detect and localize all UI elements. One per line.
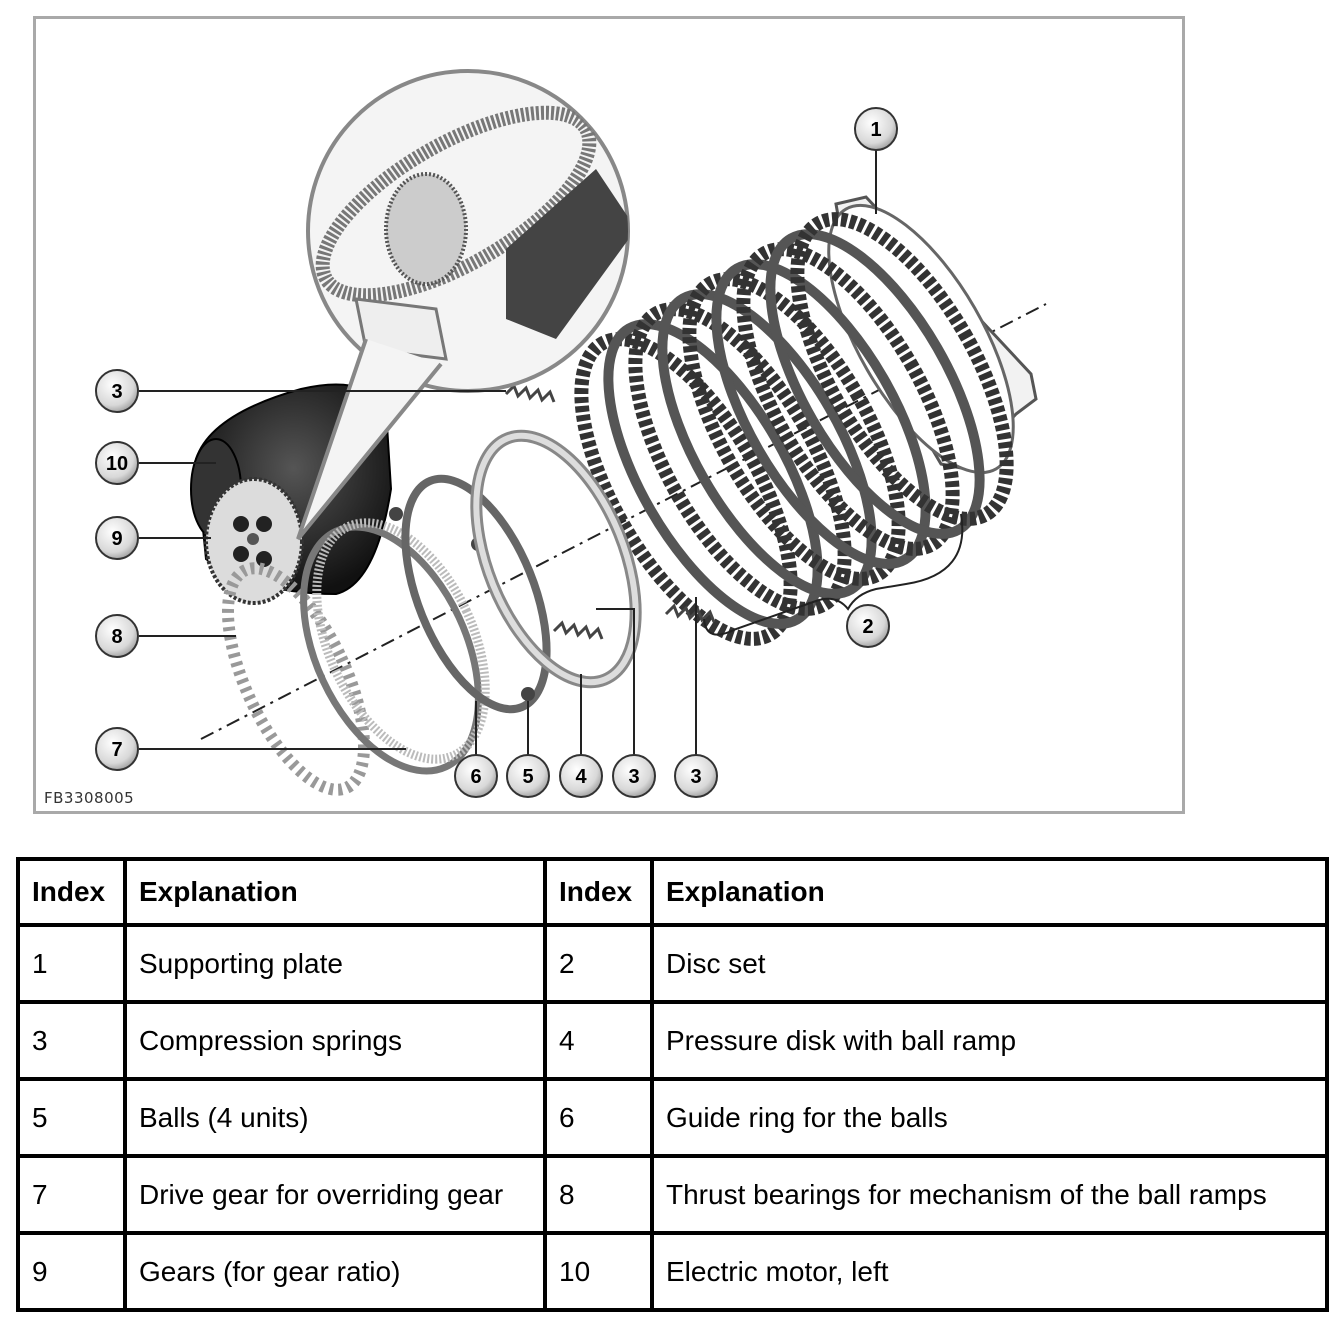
legend-header-row: Index Explanation Index Explanation: [16, 857, 1329, 927]
svg-text:7: 7: [111, 739, 122, 761]
index-cell: 3: [16, 1000, 127, 1081]
thrust-bearing: [221, 562, 371, 796]
callout-4: 4: [559, 754, 603, 798]
svg-text:10: 10: [106, 453, 128, 475]
disc-set-brace: [703, 513, 964, 636]
index-cell: 2: [543, 923, 654, 1004]
disc: [682, 272, 906, 586]
disc: [711, 259, 931, 569]
index-cell: 6: [543, 1077, 654, 1158]
table-row: 7 Drive gear for overriding gear 8 Thrus…: [16, 1154, 1329, 1235]
svg-text:4: 4: [575, 766, 587, 788]
disc: [628, 302, 852, 616]
table-row: 1 Supporting plate 2 Disc set: [16, 923, 1329, 1004]
explanation-cell: Guide ring for the balls: [650, 1077, 1329, 1158]
callout-10: 10: [95, 441, 139, 485]
table-row: 5 Balls (4 units) 6 Guide ring for the b…: [16, 1077, 1329, 1158]
callout-7: 7: [95, 727, 139, 771]
explanation-cell: Balls (4 units): [123, 1077, 547, 1158]
disc: [657, 289, 877, 599]
index-cell: 7: [16, 1154, 127, 1235]
callout-3: 3: [612, 754, 656, 798]
callout-9: 9: [95, 516, 139, 560]
disc: [790, 212, 1014, 526]
svg-text:8: 8: [111, 626, 122, 648]
figure-code: FB3308005: [44, 789, 135, 807]
explanation-cell: Compression springs: [123, 1000, 547, 1081]
callout-2: 2: [846, 604, 890, 648]
callout-6: 6: [454, 754, 498, 798]
explanation-cell: Supporting plate: [123, 923, 547, 1004]
callout-8: 8: [95, 614, 139, 658]
callout-3: 3: [674, 754, 718, 798]
svg-text:3: 3: [111, 381, 122, 403]
clutch-exploded-diagram: 1 2 3 3 3 4 5 6 7 8 9 10: [95, 69, 1047, 798]
explanation-cell: Pressure disk with ball ramp: [650, 1000, 1329, 1081]
pressure-disk: [470, 429, 642, 689]
index-cell: 5: [16, 1077, 127, 1158]
ball: [521, 687, 535, 701]
detail-magnifier: [296, 69, 630, 541]
explanation-cell: Thrust bearings for mechanism of the bal…: [650, 1154, 1329, 1235]
table-row: 9 Gears (for gear ratio) 10 Electric mot…: [16, 1231, 1329, 1312]
explanation-cell: Gears (for gear ratio): [123, 1231, 547, 1312]
index-cell: 9: [16, 1231, 127, 1312]
index-cell: 10: [543, 1231, 654, 1312]
callout-3: 3: [95, 369, 139, 413]
disc: [574, 332, 798, 646]
explanation-cell: Disc set: [650, 923, 1329, 1004]
explanation-cell: Drive gear for overriding gear: [123, 1154, 547, 1235]
explanation-cell: Electric motor, left: [650, 1231, 1329, 1312]
callout-1: 1: [854, 107, 898, 151]
header-index: Index: [543, 857, 654, 927]
header-explanation: Explanation: [123, 857, 547, 927]
svg-text:5: 5: [522, 766, 533, 788]
ball: [389, 507, 403, 521]
legend-table: Index Explanation Index Explanation 1 Su…: [16, 857, 1329, 1312]
exploded-view-figure: 1 2 3 3 3 4 5 6 7 8 9 10 FB3308005: [33, 16, 1185, 814]
compression-springs: [504, 383, 716, 640]
disc: [736, 242, 960, 556]
index-cell: 4: [543, 1000, 654, 1081]
disc: [765, 229, 985, 539]
disc: [603, 319, 823, 629]
svg-text:9: 9: [111, 528, 122, 550]
header-index: Index: [16, 857, 127, 927]
leader-lines: [139, 149, 877, 769]
table-row: 3 Compression springs 4 Pressure disk wi…: [16, 1000, 1329, 1081]
gear-ratio-gears: [204, 477, 304, 605]
svg-text:3: 3: [690, 766, 701, 788]
index-cell: 1: [16, 923, 127, 1004]
disc-set: [574, 212, 1014, 646]
svg-text:6: 6: [470, 766, 481, 788]
drive-gear: [300, 518, 490, 775]
svg-text:2: 2: [862, 616, 873, 638]
header-explanation: Explanation: [650, 857, 1329, 927]
svg-text:3: 3: [628, 766, 639, 788]
callout-5: 5: [506, 754, 550, 798]
svg-text:1: 1: [870, 119, 881, 141]
index-cell: 8: [543, 1154, 654, 1235]
